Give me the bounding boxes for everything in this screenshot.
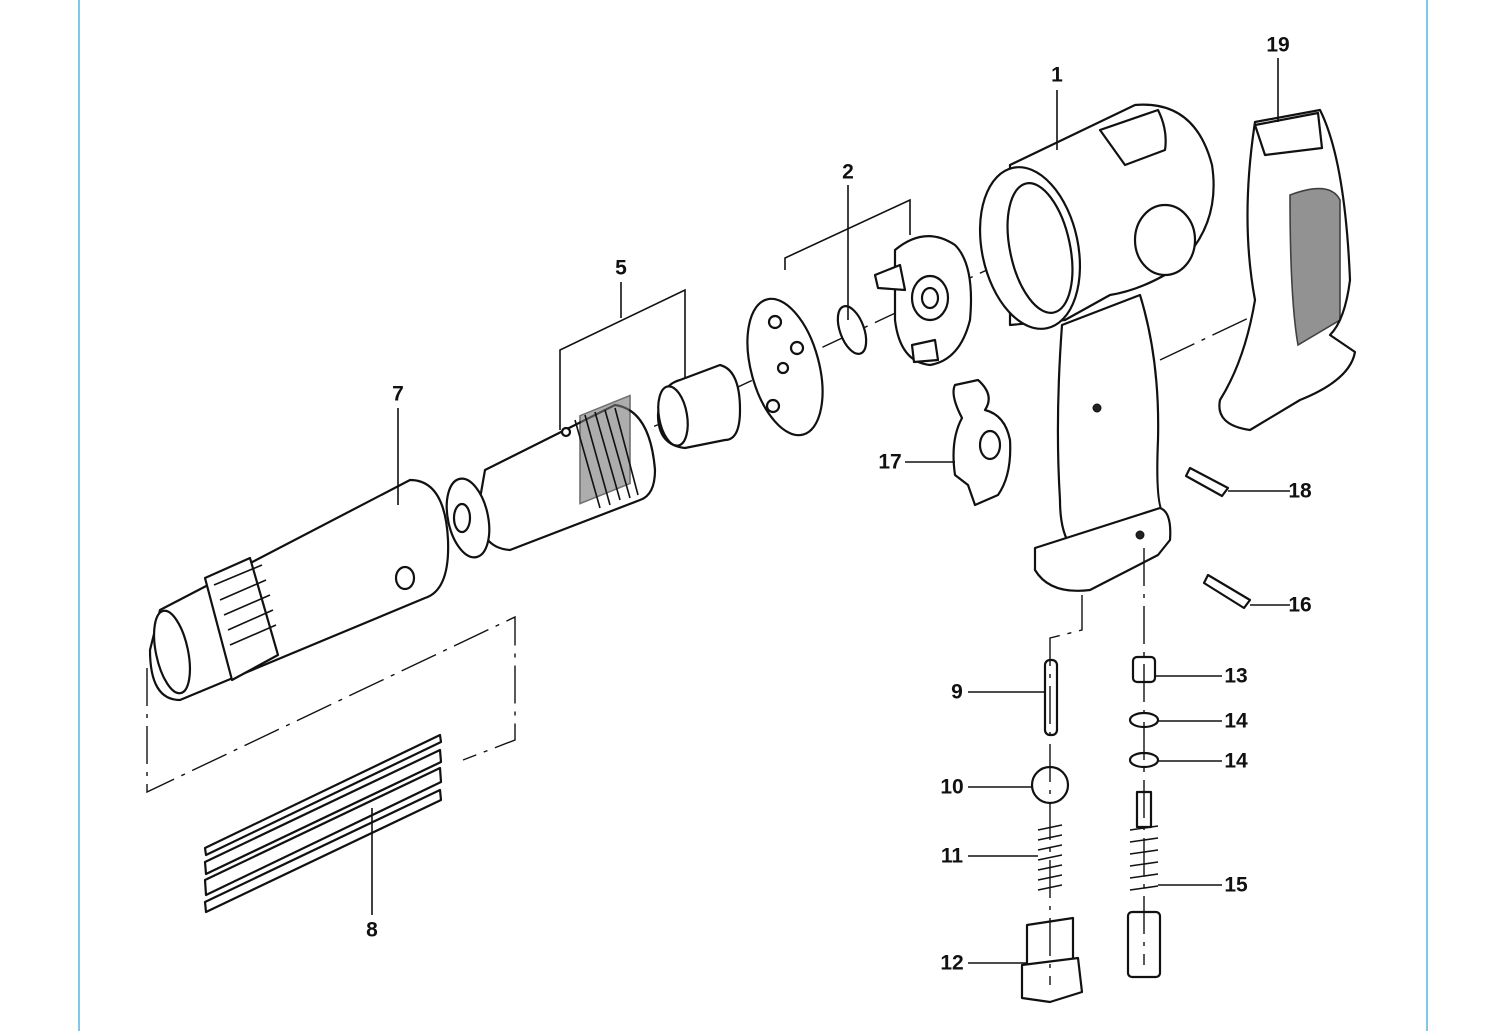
part-16-pin bbox=[1202, 573, 1252, 610]
leader-lines bbox=[371, 58, 1290, 964]
part-9-valve-pin bbox=[1043, 658, 1059, 737]
callout-12: 12 bbox=[940, 951, 964, 975]
part-7-nozzle bbox=[148, 478, 450, 702]
handle-axis-line bbox=[1159, 314, 1256, 361]
callout-10: 10 bbox=[940, 775, 964, 799]
callout-7: 7 bbox=[392, 382, 404, 406]
callout-11: 11 bbox=[940, 844, 964, 868]
part-1-housing bbox=[978, 103, 1215, 592]
callout-18: 18 bbox=[1288, 479, 1312, 503]
callout-5: 5 bbox=[615, 256, 627, 280]
part-19-grip bbox=[1218, 108, 1357, 432]
callout-19: 19 bbox=[1266, 33, 1290, 57]
part-12-valve-cap bbox=[1020, 916, 1084, 1004]
callout-9: 9 bbox=[951, 680, 963, 704]
part-8-chisels bbox=[146, 615, 516, 914]
part-5-cylinder bbox=[445, 363, 742, 559]
valve-axis-left bbox=[1049, 595, 1083, 985]
part-18-pin bbox=[1184, 466, 1230, 498]
callout-16: 16 bbox=[1288, 593, 1312, 617]
callout-14-upper: 14 bbox=[1224, 709, 1248, 733]
callout-8: 8 bbox=[366, 918, 378, 942]
callout-15: 15 bbox=[1224, 873, 1248, 897]
part-2-valve-assembly bbox=[746, 235, 973, 437]
part-17-trigger bbox=[952, 378, 1012, 507]
callout-13: 13 bbox=[1224, 664, 1248, 688]
callout-14-lower: 14 bbox=[1224, 749, 1248, 773]
callout-2: 2 bbox=[842, 160, 854, 184]
callout-1: 1 bbox=[1051, 63, 1063, 87]
callout-17: 17 bbox=[878, 450, 902, 474]
